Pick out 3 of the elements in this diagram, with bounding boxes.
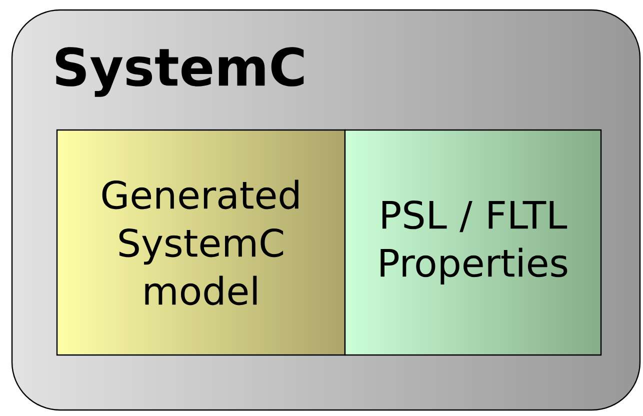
text-box: Generated SystemC model: [56, 129, 346, 356]
heading: SystemC: [56, 47, 304, 97]
text-box: PSL / FLTL Properties: [344, 129, 602, 356]
